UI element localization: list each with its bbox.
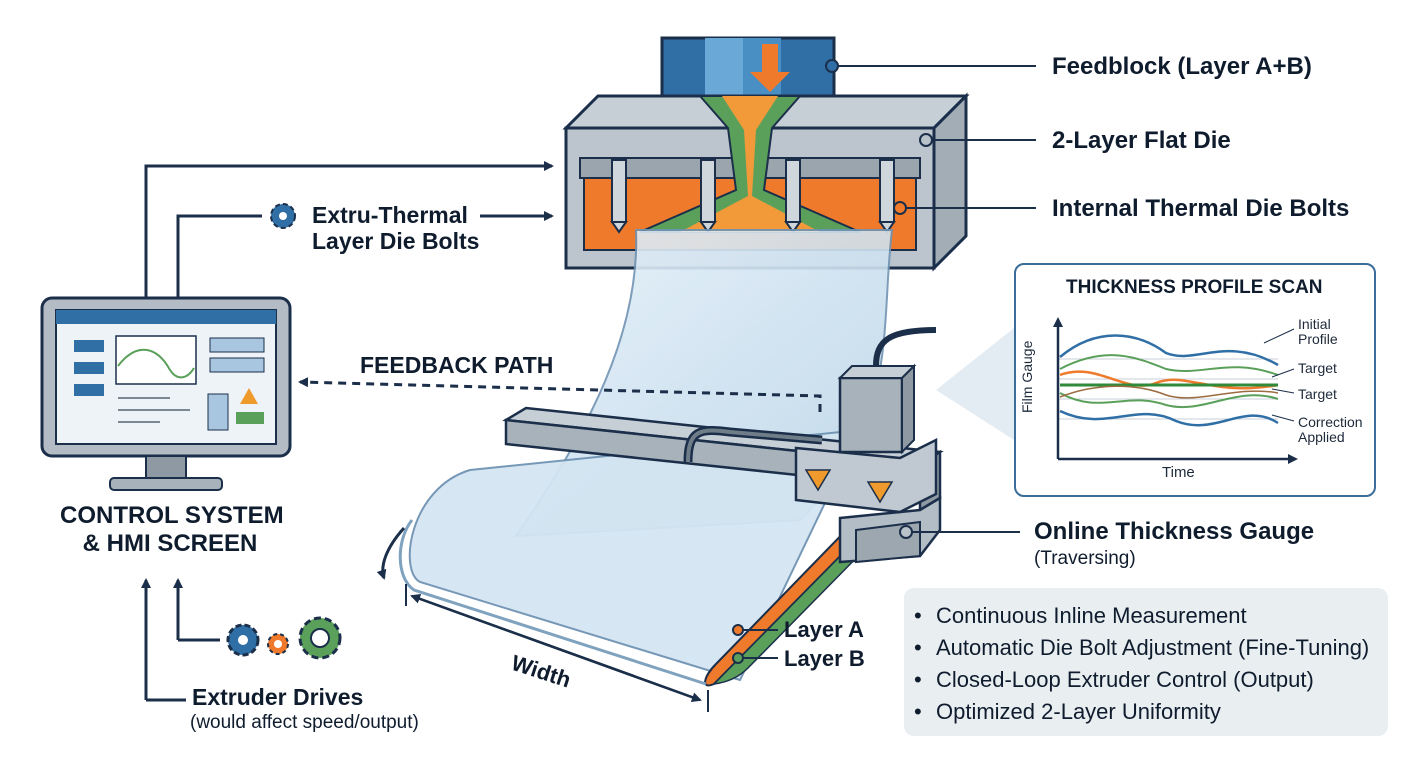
warning-icon xyxy=(866,481,894,504)
label-layer-b: Layer B xyxy=(784,646,865,671)
label-extru-thermal-line1: Extru-Thermal xyxy=(312,202,468,228)
benefit-item: Continuous Inline Measurement xyxy=(914,600,1388,632)
label-extru-thermal: Extru-Thermal Layer Die Bolts xyxy=(312,202,479,255)
scan-title: THICKNESS PROFILE SCAN xyxy=(1066,277,1323,298)
curve-correction xyxy=(1059,409,1279,427)
label-layer-a: Layer A xyxy=(784,617,864,642)
scan-callout-pointer xyxy=(936,328,1014,440)
warning-icon xyxy=(804,469,832,492)
width-dimension xyxy=(405,584,709,712)
label-gauge: Online Thickness Gauge xyxy=(1034,518,1315,545)
flow-arrow-icon xyxy=(750,44,790,92)
curve-target xyxy=(1059,370,1279,390)
label-control-line1: CONTROL SYSTEM xyxy=(60,502,284,529)
gear-icon xyxy=(270,203,296,229)
hmi-monitor xyxy=(40,296,292,491)
curve-target-upper xyxy=(1059,354,1279,376)
legend-initial: Initial Profile xyxy=(1298,316,1338,348)
legend-correction-line2: Applied xyxy=(1298,429,1345,446)
leader-lines xyxy=(732,59,1036,664)
legend-initial-line2: Profile xyxy=(1298,331,1338,348)
rotation-arrow xyxy=(376,526,406,580)
legend-target-1: Target xyxy=(1298,360,1337,376)
gears-icon xyxy=(226,616,342,660)
benefit-item: Optimized 2-Layer Uniformity xyxy=(914,696,1388,728)
benefit-item: Automatic Die Bolt Adjustment (Fine-Tuni… xyxy=(914,632,1388,664)
scan-plot xyxy=(1053,317,1298,464)
legend-initial-line1: Initial xyxy=(1298,316,1331,332)
curve-initial-profile xyxy=(1059,334,1279,367)
label-extru-thermal-line2: Layer Die Bolts xyxy=(312,228,480,255)
benefit-item: Closed-Loop Extruder Control (Output) xyxy=(914,664,1388,696)
legend-correction-line1: Correction xyxy=(1298,414,1363,430)
label-feedblock: Feedblock (Layer A+B) xyxy=(1052,53,1312,80)
scan-xlabel: Time xyxy=(1162,464,1195,481)
label-control-line2: & HMI SCREEN xyxy=(82,529,258,557)
thickness-gauge xyxy=(502,327,944,564)
label-extruder-drives: Extruder Drives xyxy=(192,684,364,710)
scan-ylabel: Film Gauge xyxy=(1019,340,1035,413)
legend-target-2: Target xyxy=(1298,386,1337,402)
warning-icon xyxy=(240,388,258,404)
benefits-box: Continuous Inline Measurement Automatic … xyxy=(904,588,1388,736)
label-control-system: CONTROL SYSTEM & HMI SCREEN xyxy=(60,502,284,557)
thickness-profile-panel: THICKNESS PROFILE SCAN Film Gauge Time I… xyxy=(1014,263,1376,497)
label-extruder-note: (would affect speed/output) xyxy=(190,712,419,733)
label-flat-die: 2-Layer Flat Die xyxy=(1052,127,1231,154)
legend-correction: Correction Applied xyxy=(1298,414,1363,446)
curve-target-lower xyxy=(1059,392,1279,409)
label-internal-bolts: Internal Thermal Die Bolts xyxy=(1052,195,1350,222)
label-gauge-note: (Traversing) xyxy=(1034,548,1136,569)
label-feedback-path: FEEDBACK PATH xyxy=(360,352,554,378)
signal-lines xyxy=(141,161,822,702)
